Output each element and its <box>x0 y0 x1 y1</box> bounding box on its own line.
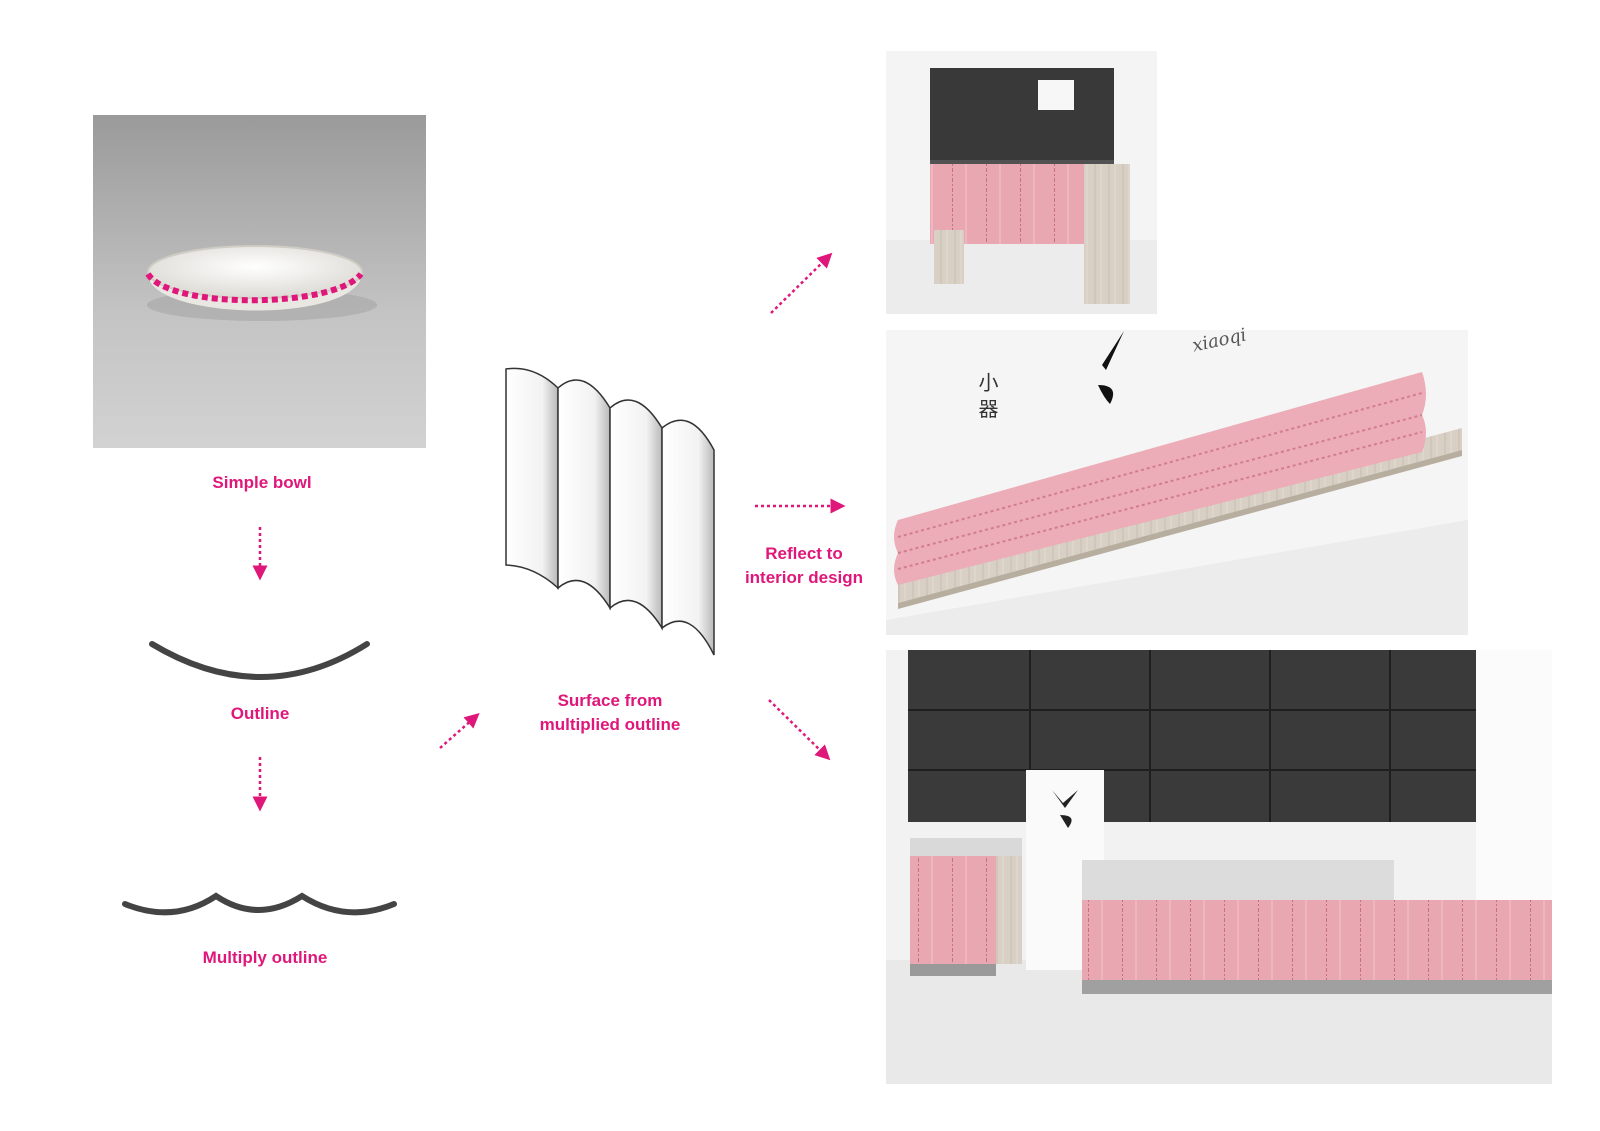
counter-interior-render <box>886 650 1552 1084</box>
label-simple-bowl-text: Simple bowl <box>212 473 312 492</box>
label-multiply-outline-text: Multiply outline <box>202 948 328 967</box>
label-reflect-line2: interior design <box>744 568 864 587</box>
bowl-outline-trace <box>145 271 364 304</box>
flow-arrows <box>252 252 846 812</box>
bowl-photo <box>93 115 426 448</box>
label-surface-line1: Surface from <box>557 691 663 710</box>
label-outline: Outline <box>190 702 330 726</box>
bowl-mark-icon <box>1086 331 1124 370</box>
arrow-to-bottom-render <box>768 699 831 761</box>
multiplied-outline-curve <box>122 892 397 916</box>
label-multiply-outline: Multiply outline <box>170 946 360 970</box>
label-reflect: Reflect to interior design <box>729 542 879 590</box>
label-outline-text: Outline <box>230 704 290 723</box>
outline-curve <box>149 641 370 680</box>
label-simple-bowl: Simple bowl <box>180 471 344 495</box>
label-surface: Surface from multiplied outline <box>520 689 700 737</box>
arrow-to-top-render <box>770 252 833 314</box>
reception-desk-render <box>886 51 1157 314</box>
bowl-mark-icon-small <box>1052 790 1078 808</box>
arrow-to-surface <box>439 713 480 749</box>
wall-chinese-text: 小 器 <box>975 372 999 419</box>
corrugated-surface <box>505 367 715 656</box>
label-reflect-line1: Reflect to <box>765 544 843 563</box>
label-surface-line2: multiplied outline <box>539 715 681 734</box>
wall-bench-render <box>886 330 1468 635</box>
